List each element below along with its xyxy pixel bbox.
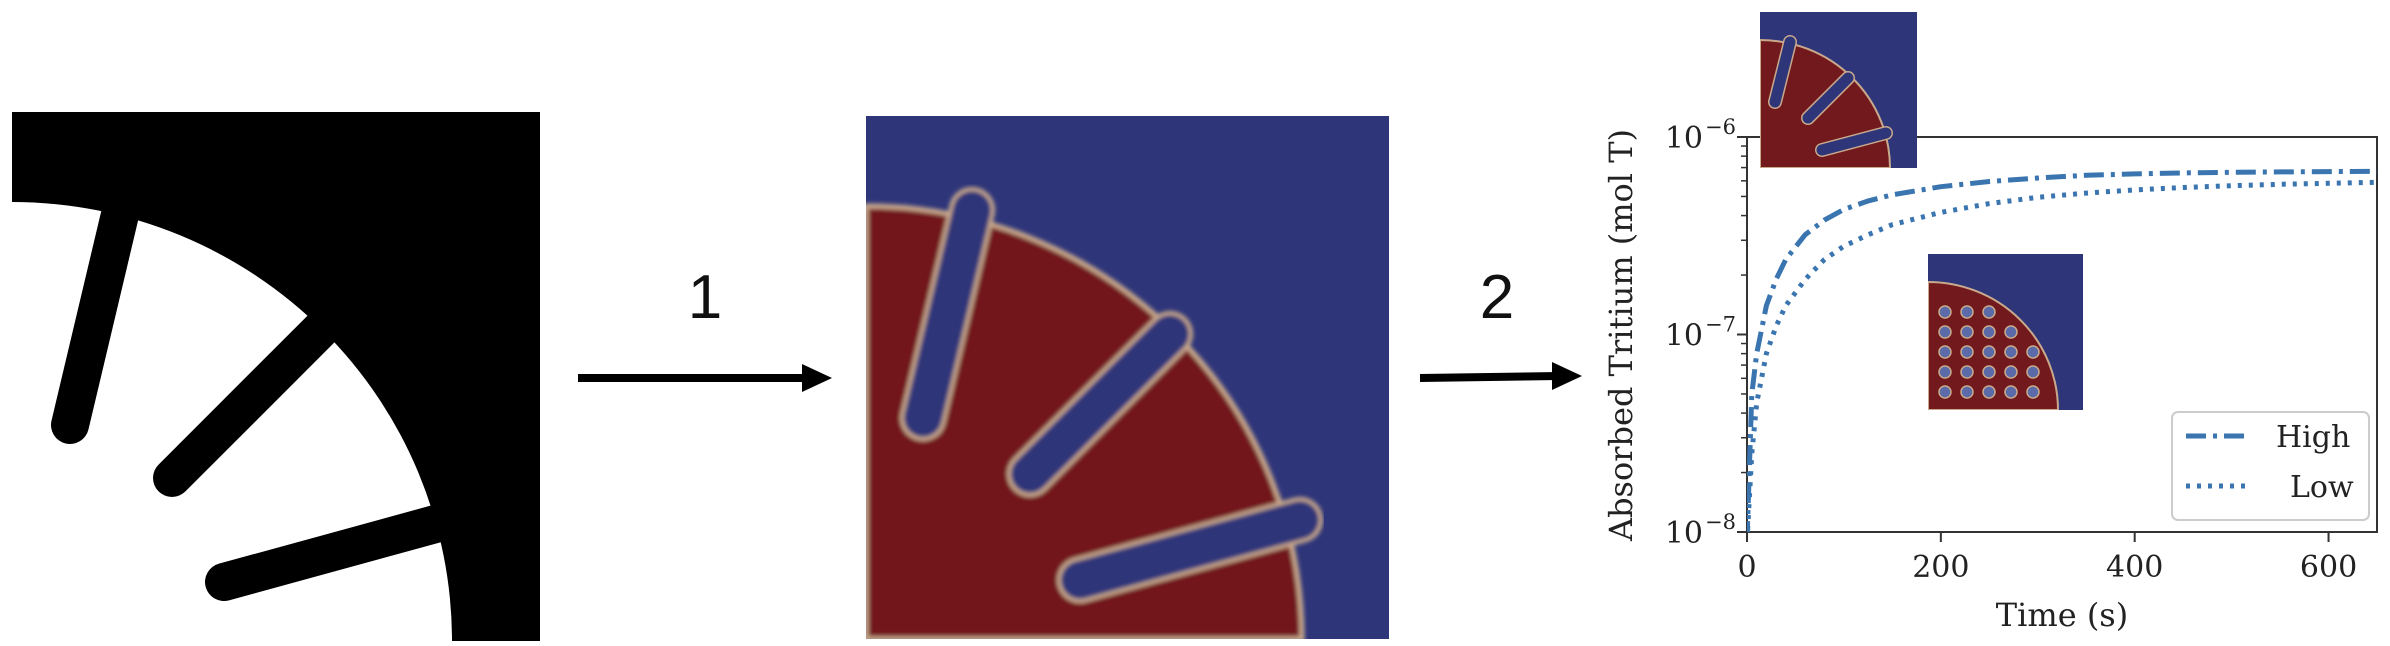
y-minor-ticks bbox=[1741, 145, 1747, 474]
chart-legend: High Low bbox=[2171, 411, 2370, 521]
mask-channel-1 bbox=[51, 187, 141, 444]
field-channel-3 bbox=[1061, 501, 1319, 599]
legend-low-label: Low bbox=[2290, 470, 2354, 505]
mask-channel-2 bbox=[153, 311, 339, 497]
step-1-label: 1 bbox=[688, 263, 722, 332]
y-axis-title: Absorbed Tritium (mol T) bbox=[1602, 129, 1640, 542]
y-tick-exponent: −6 bbox=[1705, 115, 1736, 139]
phase-field-image bbox=[866, 116, 1389, 639]
arrow-1 bbox=[578, 364, 832, 392]
x-tick-label: 200 bbox=[1912, 550, 1969, 585]
y-tick-exponent: −8 bbox=[1705, 510, 1736, 534]
step-2-label: 2 bbox=[1480, 263, 1514, 332]
legend-high-label: High bbox=[2276, 420, 2350, 455]
inset-channel-geometry bbox=[1760, 12, 1917, 168]
x-axis-title: Time (s) bbox=[1996, 596, 2128, 634]
field-channel-1 bbox=[904, 191, 991, 437]
field-channel-2 bbox=[1011, 315, 1189, 493]
x-tick-label: 600 bbox=[2300, 550, 2357, 585]
binary-mask-image bbox=[12, 112, 540, 641]
arrow-2 bbox=[1419, 362, 1582, 390]
inset-pore-array bbox=[1928, 254, 2083, 410]
y-tick-label: 10 bbox=[1665, 319, 1703, 354]
y-tick-label: 10 bbox=[1665, 121, 1703, 156]
x-tick-label: 400 bbox=[2106, 550, 2163, 585]
series-line-high bbox=[1747, 168, 2377, 532]
series-line-low bbox=[1747, 179, 2377, 532]
y-tick-label: 10 bbox=[1665, 516, 1703, 551]
legend-box bbox=[2171, 411, 2370, 521]
mask-channel-3 bbox=[205, 501, 469, 601]
x-tick-label: 0 bbox=[1737, 550, 1756, 585]
y-tick-exponent: −7 bbox=[1705, 313, 1736, 337]
